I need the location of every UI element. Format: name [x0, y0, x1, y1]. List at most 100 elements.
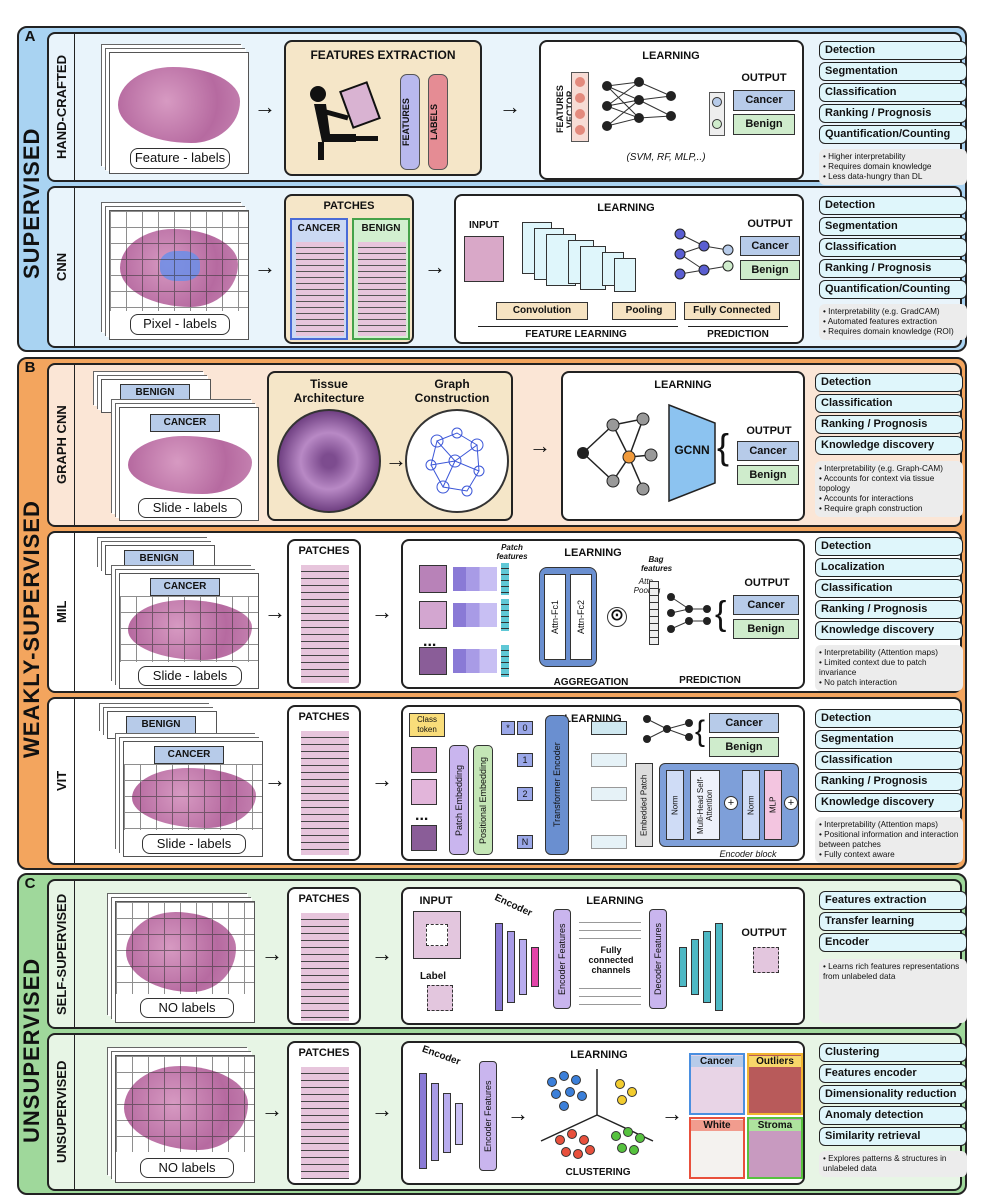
extraction-title: FEATURES EXTRACTION: [310, 48, 456, 62]
input-title: INPUT: [469, 220, 499, 231]
task-item: Similarity retrieval: [819, 1127, 967, 1146]
labels-text: LABELS: [429, 104, 439, 140]
arrow-icon: →: [371, 1097, 393, 1122]
patches-title: PATCHES: [323, 200, 375, 212]
clustering-label: CLUSTERING: [565, 1167, 631, 1178]
task-item: Classification: [819, 83, 967, 102]
row-mil: MIL BENIGN CANCER Slide - labels → PATCH…: [47, 531, 963, 693]
arrow-icon: →: [529, 433, 551, 458]
benign-tag: BENIGN: [120, 384, 190, 402]
patch-stack: [301, 731, 349, 855]
task-item: Ranking / Prognosis: [819, 259, 967, 278]
patches-box: PATCHES: [287, 539, 361, 689]
tissue-image: [128, 436, 252, 494]
task-item: Ranking / Prognosis: [815, 772, 963, 791]
cancer-patches: CANCER: [290, 218, 348, 340]
row-label: CNN: [49, 188, 75, 346]
output-cancer: Cancer: [740, 236, 800, 256]
task-item: Ranking / Prognosis: [815, 600, 963, 619]
cluster-plot: [537, 1065, 657, 1165]
output-token: [591, 753, 627, 767]
output-benign: Benign: [733, 619, 799, 639]
position-token: N: [517, 835, 533, 849]
learning-box: LEARNING INPUT OUTPUT Cancer Benign Conv…: [454, 194, 804, 344]
task-item: Ranking / Prognosis: [819, 104, 967, 123]
patch-stack: [358, 242, 406, 336]
slide-label: NO labels: [140, 1158, 234, 1178]
gcnn-label: GCNN: [674, 443, 710, 457]
arrow-icon: →: [261, 1097, 283, 1122]
task-item: Detection: [819, 196, 967, 215]
patches-title: PATCHES: [298, 893, 350, 905]
task-item: Detection: [815, 709, 963, 728]
row-unsupervised: UNSUPERVISED NO labels → PATCHES → Encod…: [47, 1033, 967, 1191]
output-title: OUTPUT: [741, 72, 787, 84]
cancer-slide: CANCER Slide - labels: [119, 407, 259, 521]
patch-image: [411, 825, 437, 851]
fc-channels-label: Fully connected channels: [588, 945, 634, 975]
decoder-layer: [703, 931, 711, 1003]
encoder-layer: [455, 1103, 463, 1145]
norm-layer: Norm: [666, 770, 684, 840]
slide-label: NO labels: [140, 998, 234, 1018]
encoder-icon: [453, 567, 497, 591]
learning-box: LEARNING FEATURES VECTOR: [539, 40, 804, 180]
learning-title: LEARNING: [654, 379, 712, 391]
slide-label: Pixel - labels: [130, 314, 230, 335]
output-vector: [709, 92, 725, 136]
benign-tag: BENIGN: [124, 550, 194, 568]
patch-grid: [124, 764, 262, 830]
ellipsis: ...: [415, 807, 429, 824]
wsi-slide: NO labels: [115, 901, 255, 1023]
masked-region: [426, 924, 448, 946]
cancer-tag: CANCER: [150, 414, 220, 432]
output-title: OUTPUT: [744, 577, 790, 589]
section-title: UNSUPERVISED: [19, 957, 44, 1143]
encoder-icon: [453, 603, 497, 627]
patch-stack: [301, 913, 349, 1021]
output-cancer: Cancer: [733, 595, 799, 615]
benign-tag: BENIGN: [126, 716, 196, 734]
note-item: Interpretability (Attention maps): [819, 648, 959, 658]
tissue-arch-title: Tissue Architecture: [293, 377, 365, 405]
feature-vector: [571, 72, 589, 142]
fc-channels: [579, 981, 641, 1007]
arrow-icon: →: [371, 599, 393, 624]
position-token: 0: [517, 721, 533, 735]
patches-box: PATCHES: [287, 705, 361, 861]
section-weakly-supervised: B WEAKLY-SUPERVISED GRAPH CNN BENIGN CAN…: [17, 357, 967, 870]
graph-icon: [577, 412, 658, 496]
section-letter: C: [24, 875, 36, 892]
encoder-block: Norm Multi-Head Self-Attention + Norm ML…: [659, 763, 799, 847]
slide-label: Slide - labels: [142, 834, 246, 854]
patches-title: PATCHES: [298, 545, 350, 557]
learning-title: LEARNING: [570, 1049, 628, 1061]
patch-image: [419, 601, 447, 629]
task-item: Quantification/Counting: [819, 280, 967, 299]
note-item: Explores patterns & structures in unlabe…: [823, 1154, 963, 1174]
notes-box: Interpretability (Attention maps) Positi…: [815, 817, 963, 863]
output-title: OUTPUT: [741, 927, 787, 939]
arrow-icon: →: [424, 254, 446, 279]
note-item: Automated features extraction: [823, 317, 963, 327]
attn-fc1: Attn-Fc1: [544, 574, 566, 660]
encoder-layer: [531, 947, 539, 987]
input-patch: [464, 236, 504, 282]
add-icon: +: [784, 796, 798, 810]
wsi-slide: Feature - labels: [109, 52, 249, 174]
arrow-icon: →: [264, 599, 286, 624]
note-item: Positional information and interaction b…: [819, 830, 959, 850]
pooling-operator-icon: ⊙: [607, 607, 627, 627]
output-token: [591, 721, 627, 735]
learning-title: LEARNING: [564, 547, 622, 559]
learning-box: Encoder Encoder Features → LEARNING CLUS…: [401, 1041, 805, 1185]
tissue-image: [118, 67, 240, 143]
cluster-white-label: White: [691, 1120, 743, 1131]
patch-benign-label: BENIGN: [361, 223, 401, 234]
patch-image: [419, 647, 447, 675]
task-item: Segmentation: [815, 730, 963, 749]
section-title: SUPERVISED: [19, 127, 44, 279]
cluster-outliers: Outliers: [747, 1053, 803, 1115]
prediction-label: PREDICTION: [707, 329, 769, 340]
benign-slide: BENIGN: [105, 545, 215, 575]
